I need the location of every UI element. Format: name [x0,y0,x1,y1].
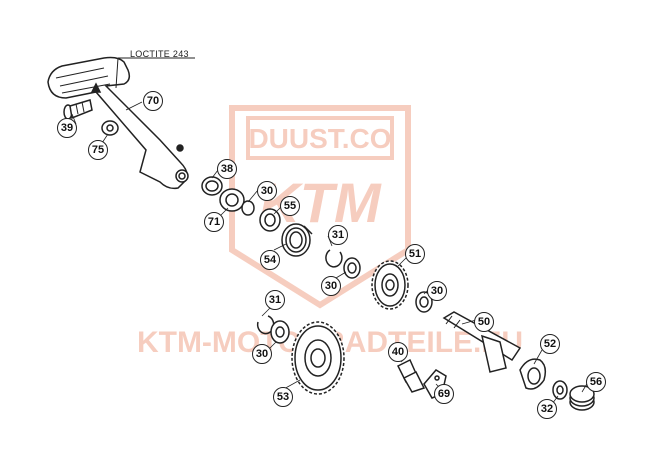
callout-30[interactable]: 30 [427,281,447,301]
callout-30[interactable]: 30 [257,181,277,201]
callout-30[interactable]: 30 [252,344,272,364]
callout-75[interactable]: 75 [88,140,108,160]
callout-40[interactable]: 40 [388,342,408,362]
screw-part [63,99,93,120]
kick-spring [281,223,313,257]
washer-lower-30 [270,320,290,344]
kick-lever [47,56,189,190]
callout-71[interactable]: 71 [204,212,224,232]
washer-part [101,120,119,136]
loctite-note: LOCTITE 243 [130,49,189,59]
watermark-logo-text: DUUST.CO [248,123,391,154]
bolts-40 [396,358,426,393]
callout-53[interactable]: 53 [273,387,293,407]
callout-69[interactable]: 69 [434,384,454,404]
circlip-upper [325,249,343,268]
gear-53 [291,321,345,395]
callout-70[interactable]: 70 [143,91,163,111]
callout-31[interactable]: 31 [265,290,285,310]
callout-30[interactable]: 30 [321,276,341,296]
gear-51 [371,260,409,310]
watermark-shield [229,105,411,309]
ratchet-52 [519,358,547,390]
callout-50[interactable]: 50 [474,312,494,332]
callout-56[interactable]: 56 [586,372,606,392]
washer-upper-30 [343,257,361,279]
callout-55[interactable]: 55 [280,196,300,216]
circlip-lower [256,315,275,335]
callout-51[interactable]: 51 [405,244,425,264]
spring-56 [569,385,595,411]
callout-52[interactable]: 52 [540,334,560,354]
washer-32 [552,380,568,400]
callout-54[interactable]: 54 [260,250,280,270]
callout-32[interactable]: 32 [537,399,557,419]
callout-38[interactable]: 38 [217,159,237,179]
callout-39[interactable]: 39 [57,118,77,138]
shaft-rings [201,176,281,232]
callout-31[interactable]: 31 [328,225,348,245]
